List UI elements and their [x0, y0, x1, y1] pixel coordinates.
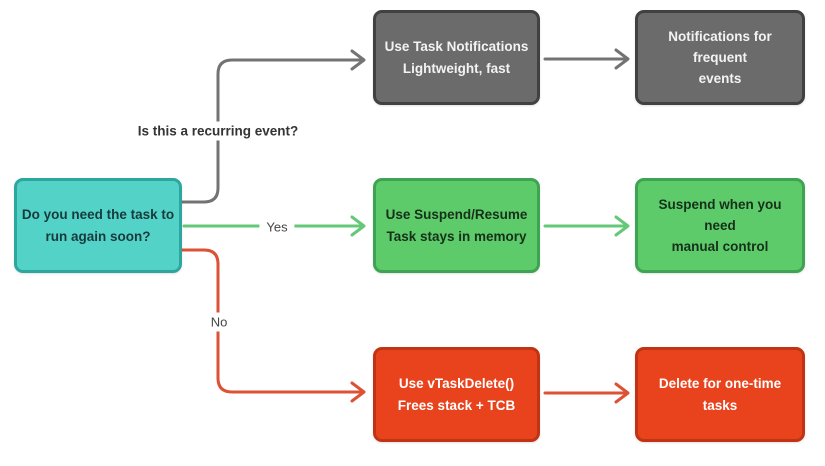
- suspend-outcome-arrowhead: [614, 215, 630, 237]
- node-task-notifications-outcome-text: Notifications for frequent events: [668, 28, 772, 87]
- node-suspend-resume-outcome-text: Suspend when you need manual control: [658, 196, 782, 255]
- node-task-delete-action: Use vTaskDelete() Frees stack + TCB: [373, 347, 540, 442]
- node-decision: Do you need the task to run again soon?: [14, 178, 182, 273]
- label-no: No: [203, 312, 235, 332]
- node-task-delete-action-text: Use vTaskDelete() Frees stack + TCB: [397, 376, 516, 413]
- delete-outcome-arrow: [543, 382, 630, 404]
- notifications-outcome-arrow: [543, 48, 630, 70]
- node-suspend-resume-outcome: Suspend when you need manual control: [635, 178, 805, 273]
- node-decision-text: Do you need the task to run again soon?: [21, 207, 175, 244]
- node-task-delete-outcome-text: Delete for one-time tasks: [658, 376, 782, 413]
- delete-outcome-arrowhead: [614, 382, 630, 404]
- no-branch-arrowhead: [350, 381, 366, 403]
- node-task-notifications-action-text: Use Task Notifications Lightweight, fast: [384, 39, 529, 76]
- label-recurring-question: Is this a recurring event?: [130, 121, 306, 141]
- label-yes: Yes: [259, 217, 295, 237]
- node-task-notifications-outcome: Notifications for frequent events: [635, 10, 805, 105]
- node-task-notifications-action: Use Task Notifications Lightweight, fast: [373, 10, 540, 105]
- node-task-delete-outcome: Delete for one-time tasks: [635, 347, 805, 442]
- suspend-outcome-arrow: [543, 215, 630, 237]
- notifications-outcome-arrowhead: [614, 48, 630, 70]
- recurring-branch-arrowhead: [350, 49, 366, 71]
- yes-branch-arrowhead: [350, 215, 366, 237]
- node-suspend-resume-action-text: Use Suspend/Resume Task stays in memory: [385, 207, 528, 244]
- node-suspend-resume-action: Use Suspend/Resume Task stays in memory: [373, 178, 540, 273]
